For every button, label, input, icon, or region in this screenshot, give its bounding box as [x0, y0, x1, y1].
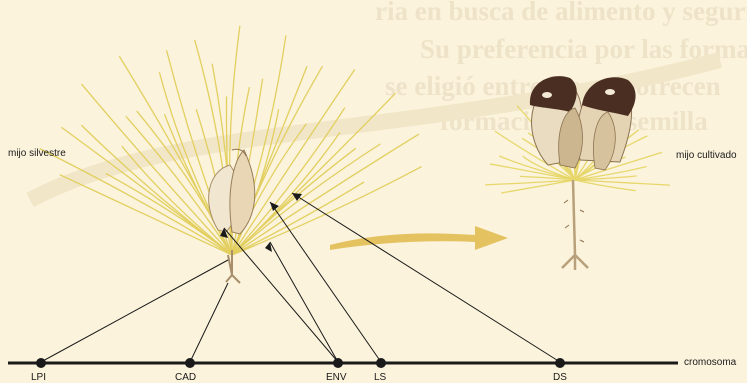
marker-dot-env	[333, 358, 343, 368]
marker-label-lpi: LPI	[31, 372, 46, 383]
wild-millet-seeds	[209, 149, 255, 234]
domestication-arrow	[330, 226, 508, 250]
ds-pointer-line	[292, 193, 560, 362]
lpi-pointer-line	[41, 260, 228, 362]
chromosome-label: cromosoma	[684, 357, 736, 368]
cultivated-millet-stem	[562, 180, 588, 270]
marker-label-ls: LS	[374, 372, 386, 383]
env-pointer-line	[224, 228, 338, 362]
marker-dot-ls	[376, 358, 386, 368]
wild-millet-label: mijo silvestre	[8, 148, 66, 159]
marker-label-cad: CAD	[175, 372, 196, 383]
ls-pointer-line	[270, 202, 381, 362]
marker-dot-lpi	[36, 358, 46, 368]
wild-millet-bristle	[232, 69, 355, 255]
marker-label-env: ENV	[326, 372, 347, 383]
wild-millet-stem	[226, 250, 240, 283]
marker-label-ds: DS	[553, 372, 567, 383]
env-pointer-line-2	[270, 242, 338, 362]
marker-dot-ds	[555, 358, 565, 368]
cultivated-millet-label: mijo cultivado	[676, 150, 737, 161]
cad-pointer-line	[190, 283, 228, 362]
wild-millet-bristle	[60, 175, 232, 255]
background-text-line-1: ria en busca de alimento y seguridad	[375, 0, 747, 26]
marker-dot-cad	[185, 358, 195, 368]
